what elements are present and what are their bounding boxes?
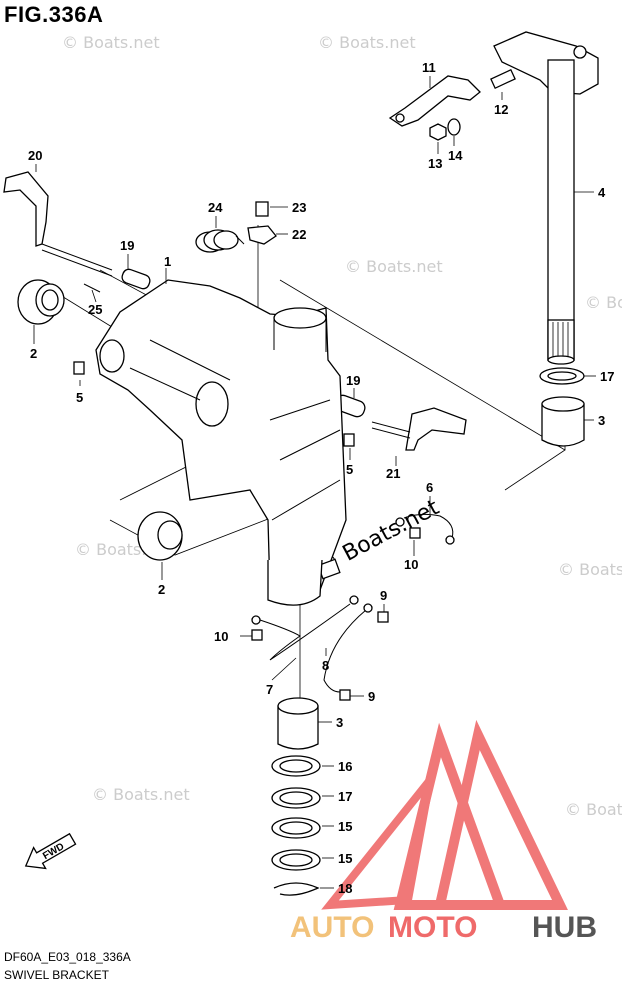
part-label: 23: [292, 200, 306, 215]
brand-word-hub: HUB: [532, 911, 597, 944]
ground-wires-lower: [251, 595, 389, 701]
swivel-bracket-body: [95, 279, 347, 606]
steering-shaft: [493, 31, 599, 365]
part-label: 20: [28, 148, 42, 163]
part-label: 3: [336, 715, 343, 730]
bushing-upper: [17, 279, 65, 325]
bushing-lower: [137, 511, 183, 561]
part-label: 14: [448, 148, 463, 163]
part-label: 3: [598, 413, 605, 428]
brand-logo: [321, 719, 568, 910]
watermark-text: © Boats.net: [565, 800, 622, 819]
part-label: 21: [386, 466, 400, 481]
lower-bushing: [277, 697, 319, 750]
watermark-text: © Boats.net: [558, 560, 622, 579]
part-label: 19: [346, 373, 360, 388]
brand-wordmark: AUTO MOTO HUB: [290, 911, 597, 944]
part-label: 2: [158, 582, 165, 597]
washer-stack: [271, 755, 321, 896]
part-label: 24: [208, 200, 223, 215]
mount-bracket-plate: [388, 75, 481, 127]
figure-name: SWIVEL BRACKET: [4, 968, 109, 982]
figure-title: FIG.336A: [4, 2, 104, 27]
spring-and-clip: [195, 201, 277, 253]
tilt-lock-lever: [3, 171, 113, 293]
part-label: 22: [292, 227, 306, 242]
part-label: 1: [164, 254, 171, 269]
grease-fittings: [73, 361, 355, 447]
part-label: 2: [30, 346, 37, 361]
part-labels: 1 2 2 3 3 4 5 5 6 7 8 9 9 10 10 11 12 13…: [28, 60, 614, 896]
part-label: 13: [428, 156, 442, 171]
watermark-text: © Boats.net: [345, 257, 443, 276]
part-label: 6: [426, 480, 433, 495]
brand-word-moto: MOTO: [388, 911, 477, 944]
part-label: 12: [494, 102, 508, 117]
part-label: 18: [338, 881, 352, 896]
part-label: 11: [422, 60, 436, 75]
part-label: 17: [338, 789, 352, 804]
fwd-direction-badge: FWD: [24, 832, 77, 870]
part-label: 10: [214, 629, 228, 644]
part-label: 10: [404, 557, 418, 572]
upper-washer-and-bushing: [539, 367, 585, 447]
part-label: 16: [338, 759, 352, 774]
fwd-label: FWD: [41, 841, 66, 862]
part-label: 15: [338, 819, 352, 834]
watermark-text: © Boats.net: [318, 33, 416, 52]
leader-lines: [33, 76, 596, 889]
part-label: 7: [266, 682, 273, 697]
part-label: 4: [598, 185, 606, 200]
part-label: 25: [88, 302, 102, 317]
watermark-text: © Boats.net: [92, 785, 190, 804]
part-label: 19: [120, 238, 134, 253]
watermark-text: © Boats.net: [585, 293, 622, 312]
part-label: 15: [338, 851, 352, 866]
watermark-text: © Boats.net: [62, 33, 160, 52]
pins: [121, 268, 366, 418]
part-label: 5: [76, 390, 83, 405]
part-label: 9: [380, 588, 387, 603]
figure-code: DF60A_E03_018_336A: [4, 950, 131, 964]
hardware-small: [429, 68, 516, 141]
tilt-lever-right: [371, 407, 467, 451]
part-label: 17: [600, 369, 614, 384]
brand-word-auto: AUTO: [290, 911, 374, 944]
part-label: 8: [322, 658, 329, 673]
ground-wire-upper: [395, 513, 455, 545]
arrow-icon: [24, 832, 77, 870]
part-label: 9: [368, 689, 375, 704]
part-label: 5: [346, 462, 353, 477]
